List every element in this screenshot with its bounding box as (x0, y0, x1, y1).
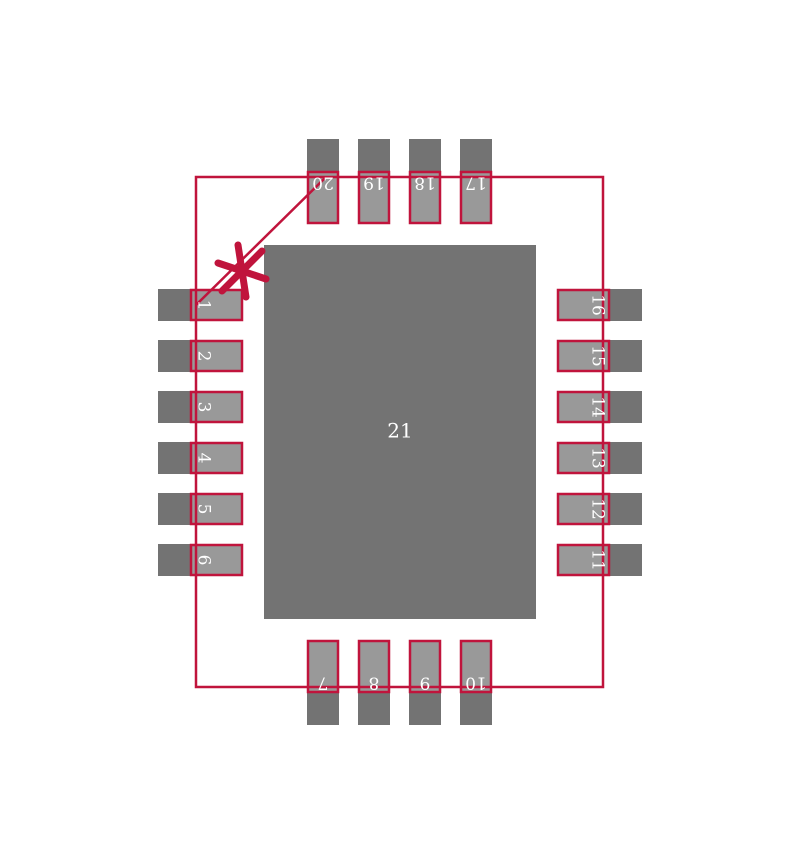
pad-14 (556, 390, 611, 424)
pad-10 (459, 639, 493, 694)
pin-label-9: 9 (420, 673, 431, 693)
center-pad-rect (264, 245, 536, 619)
pad-15 (556, 339, 611, 373)
pin-label-2: 2 (194, 351, 214, 362)
pad-18 (408, 170, 442, 225)
pad-7 (306, 639, 340, 694)
pad-5 (189, 492, 244, 526)
pin-label-19: 19 (363, 173, 385, 193)
pin-pads-layer (189, 170, 611, 694)
pad-20 (306, 170, 340, 225)
pin-label-6: 6 (194, 555, 214, 566)
pad-2 (189, 339, 244, 373)
pin-label-4: 4 (194, 453, 214, 464)
pad-11 (556, 543, 611, 577)
pad-12 (556, 492, 611, 526)
center-thermal-pad: 21 (264, 245, 536, 619)
pin-label-7: 7 (318, 673, 329, 693)
pad-6 (189, 543, 244, 577)
pin-label-3: 3 (194, 402, 214, 413)
pin-label-15: 15 (588, 345, 608, 367)
pad-13 (556, 441, 611, 475)
component-body-outline (194, 175, 605, 689)
pin-label-11: 11 (588, 549, 608, 571)
body-outline-layer (194, 175, 605, 689)
pin-label-18: 18 (414, 173, 436, 193)
pin-label-12: 12 (588, 498, 608, 520)
pad-3 (189, 390, 244, 424)
pin1-indicator-line (195, 176, 327, 306)
pad-9 (408, 639, 442, 694)
pin-label-20: 20 (312, 173, 334, 193)
asterisk-icon (214, 241, 270, 301)
pad-19 (357, 170, 391, 225)
pad-4 (189, 441, 244, 475)
pad-1 (189, 288, 244, 322)
pin-label-5: 5 (194, 504, 214, 515)
pin-label-17: 17 (465, 173, 487, 193)
pad-8 (357, 639, 391, 694)
center-pad-label: 21 (387, 419, 412, 443)
pad-16 (556, 288, 611, 322)
asterisk-stroke (218, 247, 266, 295)
pin-label-13: 13 (588, 447, 608, 469)
pin-label-16: 16 (588, 294, 608, 316)
pad-17 (459, 170, 493, 225)
pin-label-1: 1 (194, 300, 214, 311)
pin-label-10: 10 (465, 673, 487, 693)
pin-label-14: 14 (588, 396, 608, 418)
pin-label-8: 8 (369, 673, 380, 693)
